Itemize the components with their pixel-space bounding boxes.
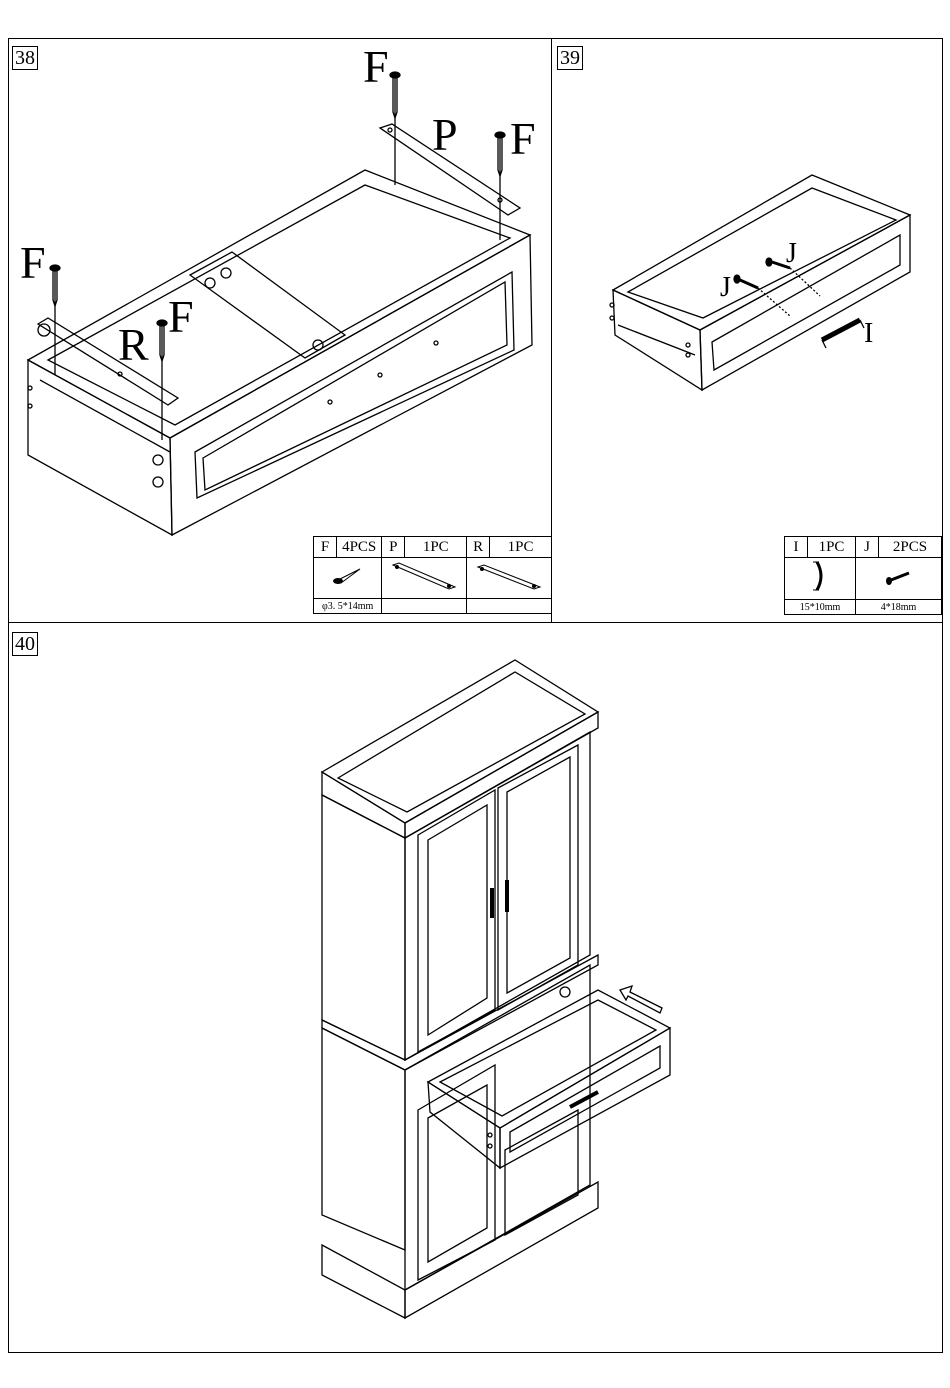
drawer-box [428,990,670,1128]
lower-cabinet-front [405,965,590,1290]
cabinet-plinth [322,1245,405,1318]
upper-door-right [498,745,578,1010]
lower-cabinet-side [322,1028,405,1250]
upper-door-left [418,790,495,1052]
push-arrow-icon [620,986,662,1013]
cabinet-top [322,660,598,823]
upper-cabinet-side [322,795,405,1060]
